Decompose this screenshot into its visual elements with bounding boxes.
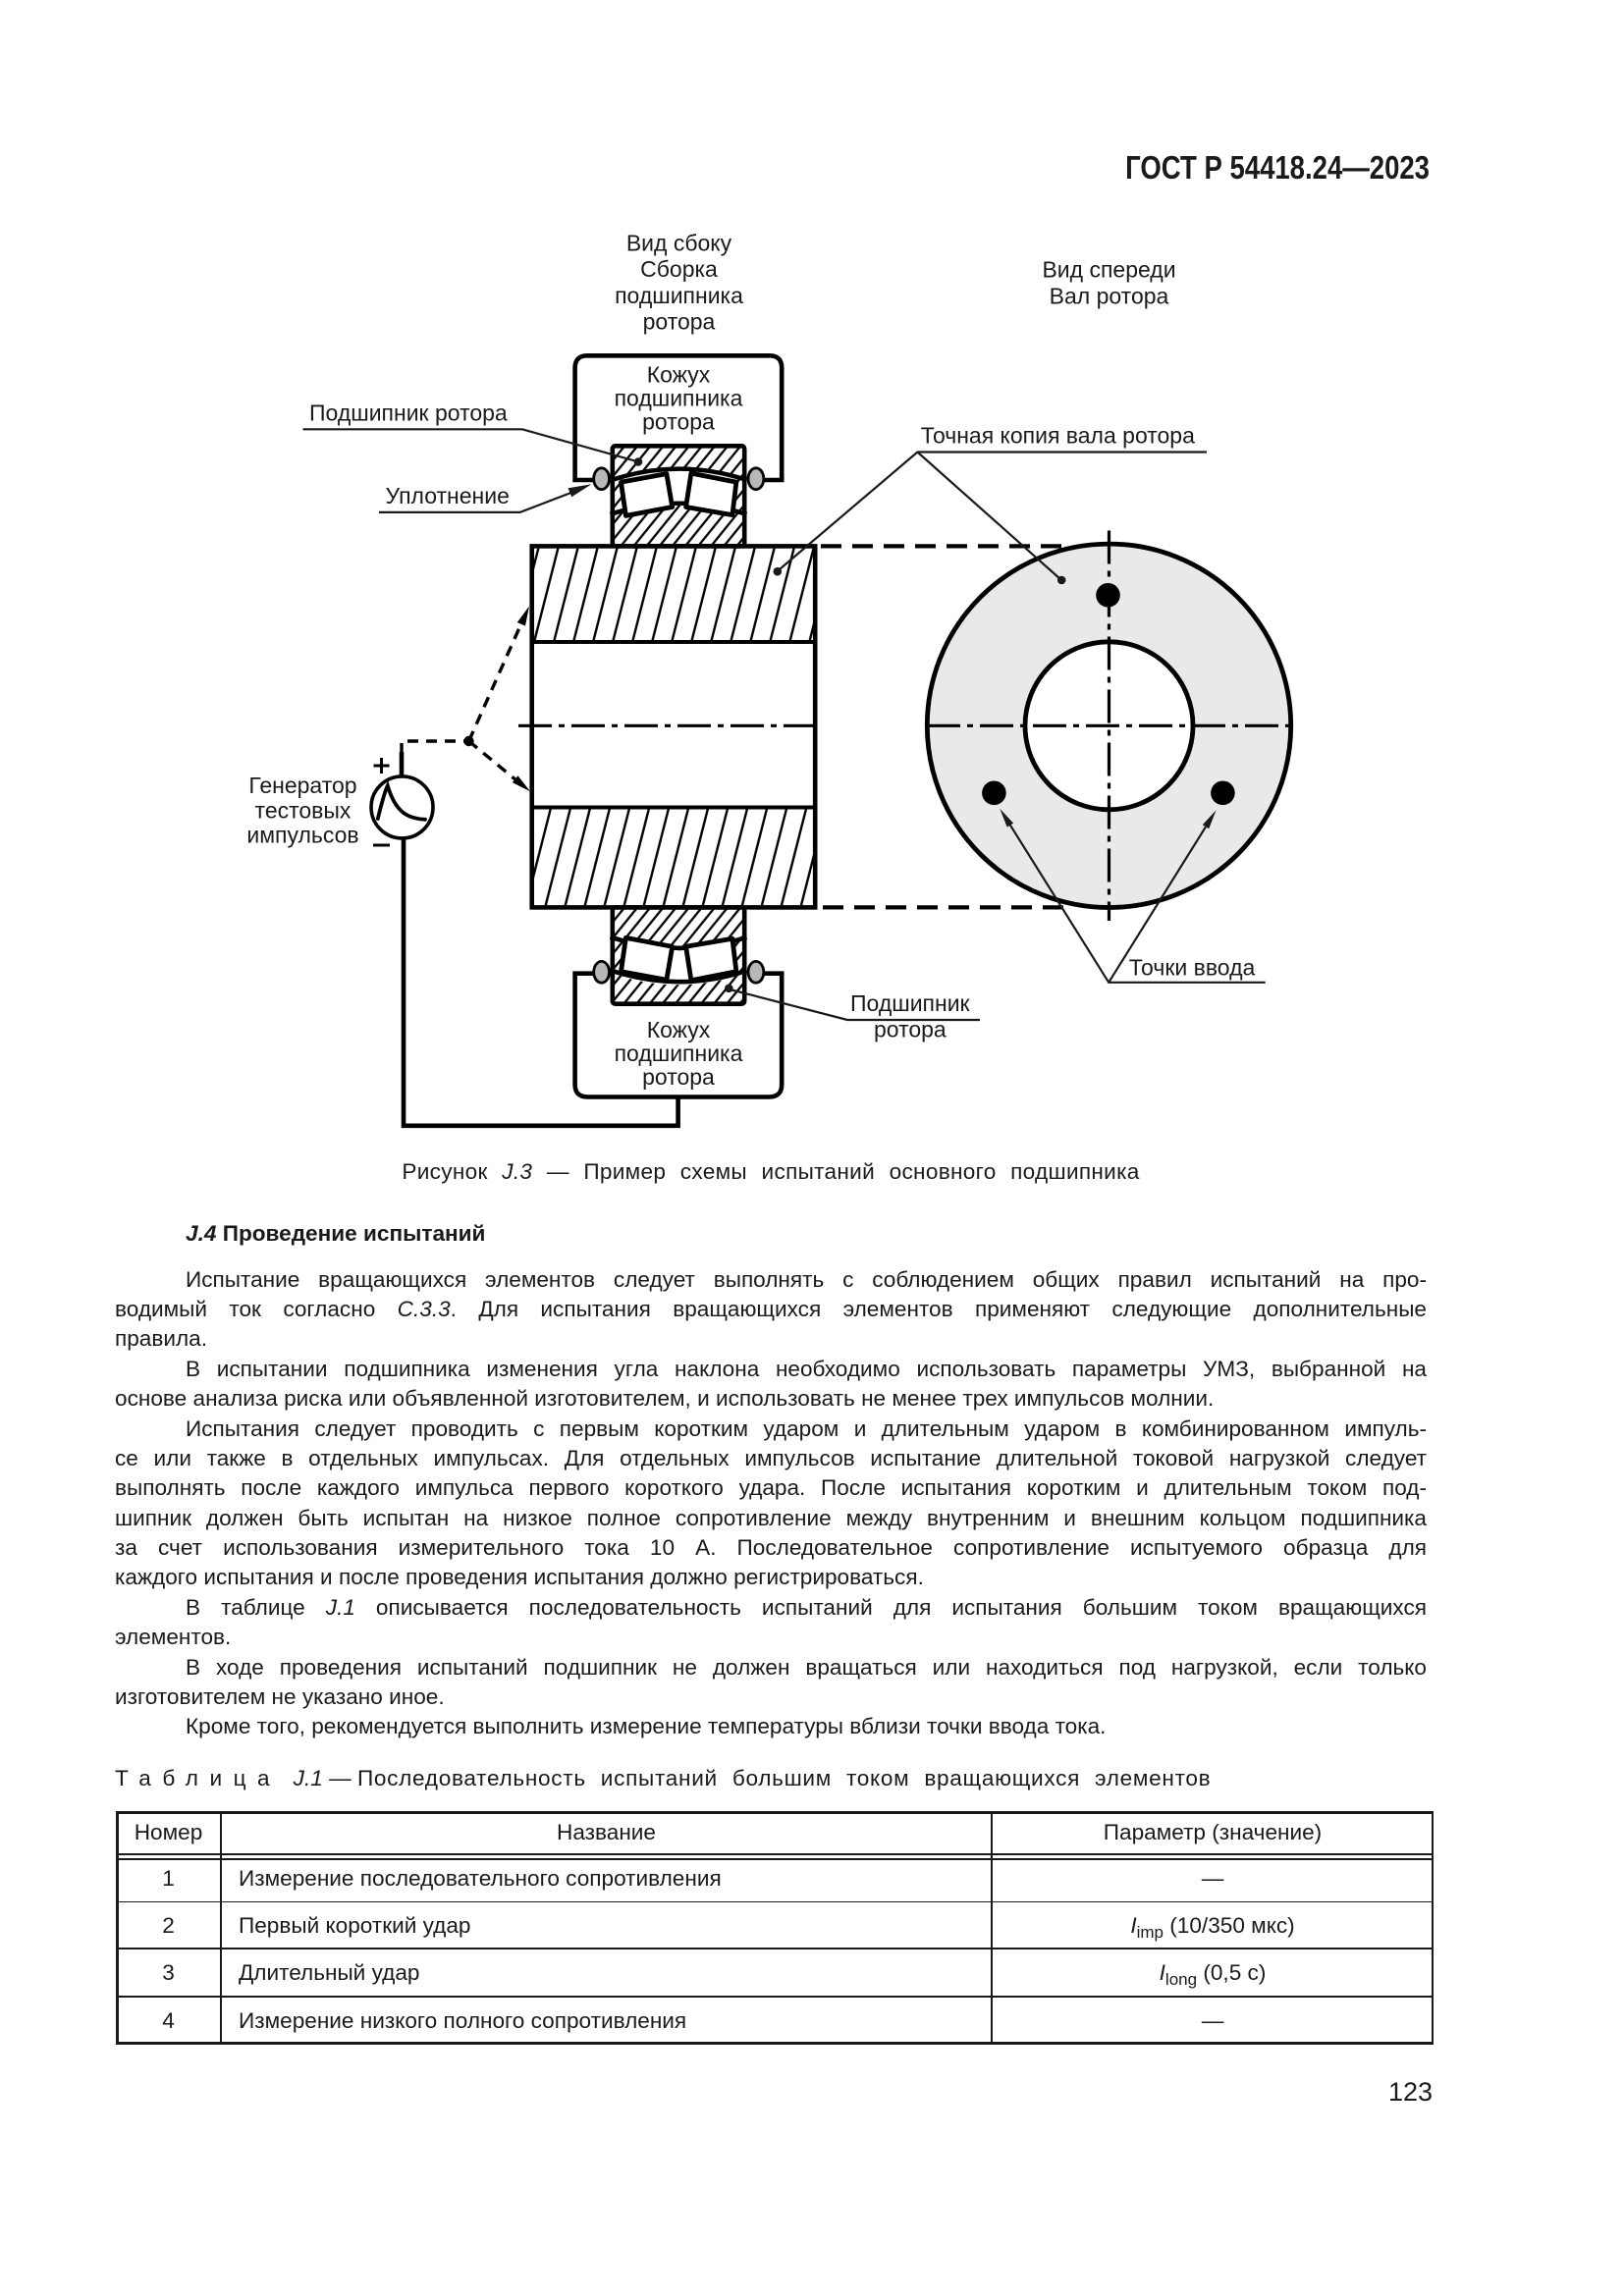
svg-text:Подшипник: Подшипник [850, 990, 971, 1016]
svg-text:подшипника: подшипника [615, 386, 743, 411]
svg-text:Вид сбоку: Вид сбоку [626, 231, 732, 256]
svg-text:тестовых: тестовых [255, 797, 352, 823]
svg-text:Точная копия вала ротора: Точная копия вала ротора [921, 423, 1195, 449]
svg-text:подшипника: подшипника [615, 283, 743, 308]
svg-text:ротора: ротора [642, 1064, 715, 1090]
svg-text:ротора: ротора [642, 409, 715, 435]
svg-text:подшипника: подшипника [615, 1041, 743, 1066]
svg-text:Кожух: Кожух [647, 362, 711, 388]
svg-text:Генератор: Генератор [248, 773, 356, 798]
svg-text:Вид спереди: Вид спереди [1042, 256, 1175, 282]
svg-text:Сборка: Сборка [640, 256, 718, 282]
svg-text:импульсов: импульсов [246, 823, 358, 848]
svg-text:Вал ротора: Вал ротора [1050, 284, 1169, 309]
svg-text:ротора: ротора [643, 308, 716, 334]
svg-text:Кожух: Кожух [647, 1017, 711, 1042]
svg-text:ротора: ротора [874, 1017, 947, 1042]
svg-text:Точки ввода: Точки ввода [1129, 954, 1256, 980]
svg-text:Уплотнение: Уплотнение [386, 483, 510, 508]
svg-text:Подшипник ротора: Подшипник ротора [309, 400, 508, 426]
